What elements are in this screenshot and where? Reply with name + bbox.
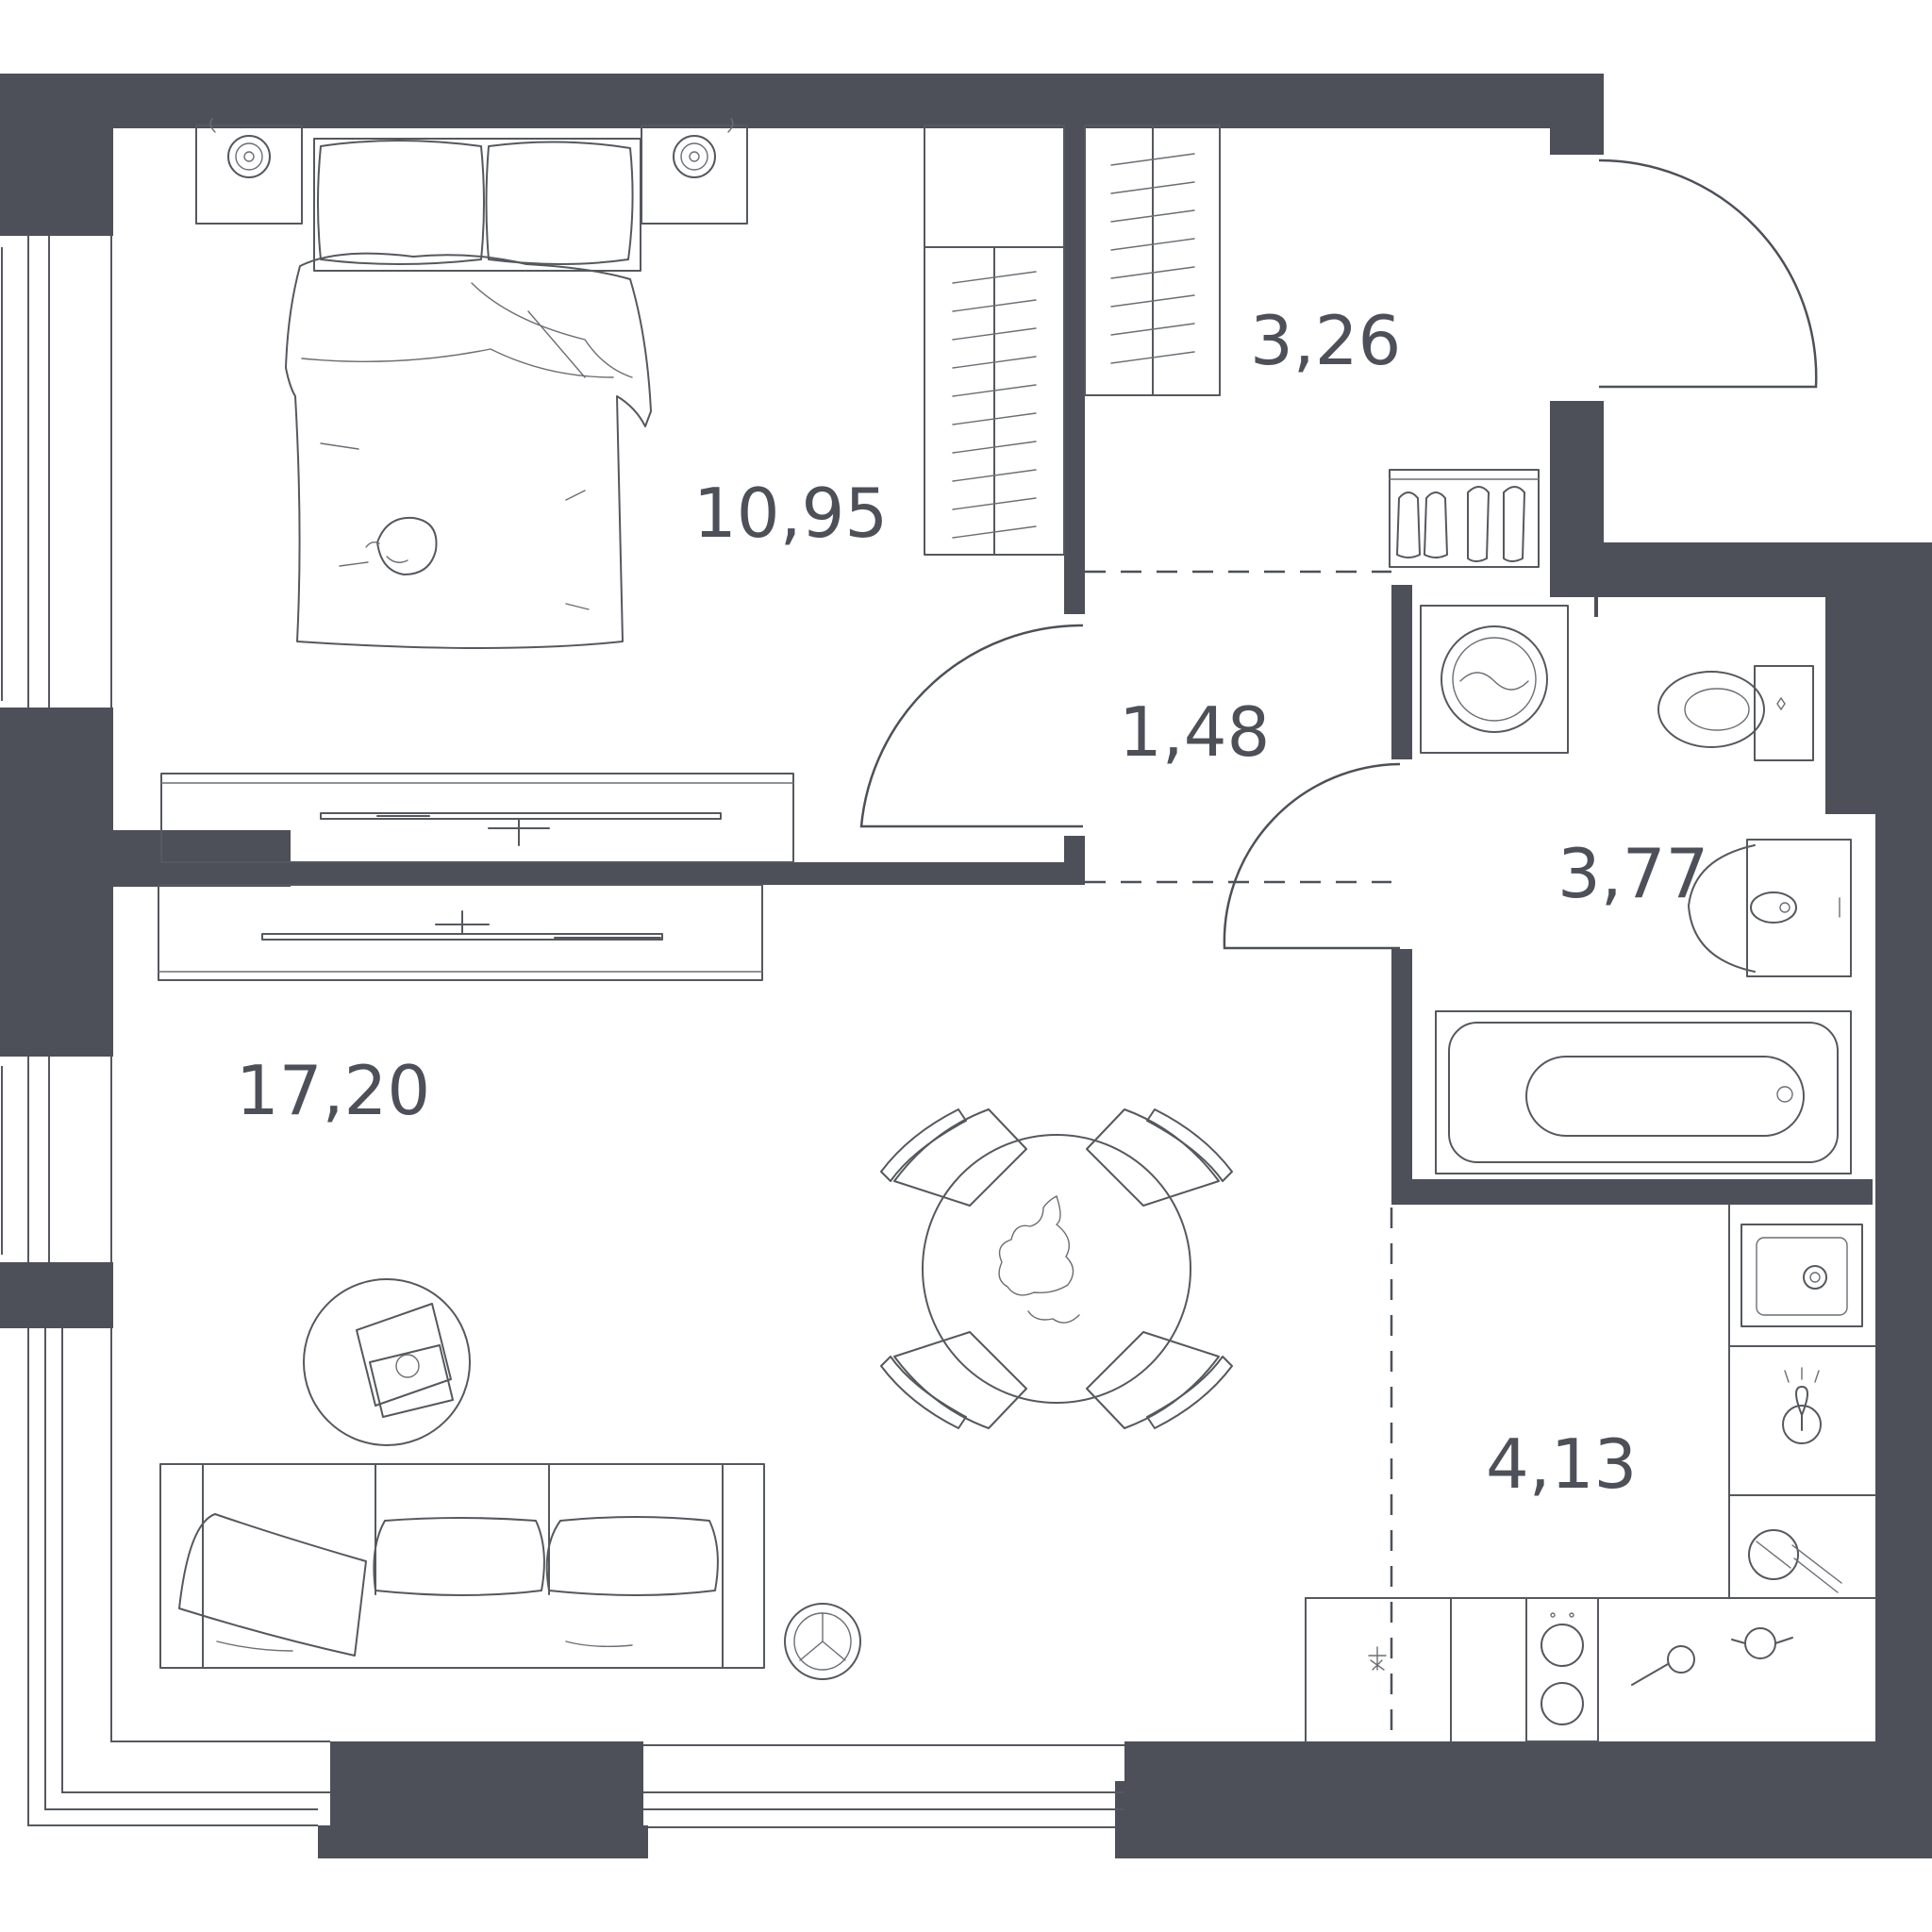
bedroom-window (1, 236, 112, 708)
kitchen-fixtures (1305, 1204, 1876, 1742)
sofa (159, 1463, 765, 1669)
bed (285, 138, 652, 649)
walls (0, 74, 1932, 1858)
dining-chair-tr (1086, 1108, 1233, 1207)
sink (1688, 839, 1852, 977)
nightstand-left (195, 118, 303, 225)
area-label-corridor: 1,48 (1119, 692, 1270, 772)
tv-stand-bedroom (160, 773, 794, 863)
bedroom-furniture (160, 118, 1065, 863)
wardrobe-hall (1084, 125, 1221, 396)
area-labels: 10,95 3,26 1,48 3,77 17,20 4,13 (236, 301, 1708, 1504)
wardrobe-bedroom (924, 125, 1065, 556)
fridge-mark (1368, 1646, 1387, 1671)
washing-machine (1420, 605, 1569, 754)
dining-chair-tl (880, 1108, 1027, 1207)
doors (859, 158, 1818, 1741)
stove (1525, 1597, 1599, 1742)
hall-furniture (1084, 125, 1540, 568)
area-label-living-room: 17,20 (236, 1051, 430, 1130)
area-label-bedroom: 10,95 (693, 474, 888, 553)
bathtub (1435, 1010, 1852, 1174)
living-window-left (1, 1057, 112, 1262)
area-label-kitchen: 4,13 (1486, 1424, 1637, 1504)
area-label-hall: 3,26 (1250, 301, 1401, 380)
bottom-window (643, 1744, 1124, 1828)
kitchen-utensils (1631, 1367, 1842, 1686)
dining-chair-br (1086, 1331, 1233, 1429)
entrance-door (1598, 158, 1818, 389)
coffee-table (303, 1278, 471, 1446)
bathroom-fixtures (1420, 605, 1852, 1174)
kitchen-sink (1740, 1224, 1863, 1327)
bathroom-door (1223, 762, 1401, 950)
floor-lamp (784, 1603, 861, 1680)
windows (1, 236, 1124, 1828)
toilet (1657, 665, 1814, 761)
corridor-door (859, 624, 1084, 828)
tv-stand-living (158, 884, 763, 981)
dining-set (880, 1108, 1233, 1429)
corner-window (27, 1328, 330, 1826)
shoe-rack (1389, 469, 1540, 568)
nightstand-right (641, 118, 748, 225)
area-label-bathroom: 3,77 (1557, 834, 1708, 913)
dining-chair-bl (880, 1331, 1027, 1429)
living-furniture (158, 884, 1233, 1680)
